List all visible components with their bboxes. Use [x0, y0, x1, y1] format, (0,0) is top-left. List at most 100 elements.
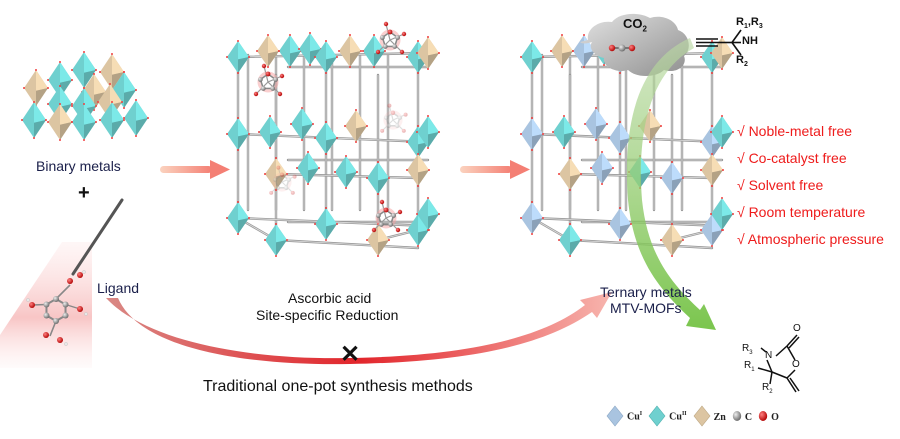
metal-node: [314, 40, 338, 74]
metal-node: [520, 40, 544, 74]
metal-node: [638, 109, 662, 143]
metal-node: [552, 115, 576, 149]
metal-node: [344, 109, 368, 143]
legend-swatch-c: [732, 410, 742, 425]
octahedron-cu2: [99, 101, 125, 139]
octahedron-cu2: [21, 101, 47, 139]
metal-node: [264, 223, 288, 257]
metal-node: [700, 153, 724, 187]
product-ring-o: O: [792, 359, 800, 370]
product-r1: R1: [744, 360, 755, 373]
benefit-item: √ Noble-metal free: [737, 123, 853, 139]
reagent-r2: R2: [736, 54, 748, 68]
legend-swatch-cu2: [648, 405, 666, 430]
r1-text: R: [736, 16, 744, 28]
ternary-metals-label: Ternary metals: [600, 284, 692, 300]
ascorbic-acid-molecule: [375, 21, 407, 55]
legend-sup: I: [639, 411, 643, 418]
octahedron-cu2: [123, 99, 149, 137]
p-r1-sub: 1: [751, 367, 755, 373]
metal-node: [362, 34, 386, 68]
ligand-pointer-stick: [71, 198, 124, 276]
metal-node: [416, 36, 440, 70]
metal-node: [226, 117, 250, 151]
metal-node: [710, 197, 734, 231]
arrow-binary-to-mof: [160, 160, 230, 179]
p-r3-sub: 3: [749, 350, 753, 356]
legend-sup: II: [681, 411, 687, 418]
metal-node: [334, 155, 358, 189]
metal-node: [558, 157, 582, 191]
metal-node: [660, 161, 684, 195]
product-n: N: [765, 350, 773, 361]
metal-node: [416, 115, 440, 149]
ascorbic-acid-molecules: [253, 21, 408, 233]
metal-node: [550, 34, 574, 68]
metal-node: [226, 40, 250, 74]
mof-framework-ternary: [520, 32, 734, 257]
octahedron-cu2: [71, 103, 97, 141]
legend: CuI Cu II Zn C O: [600, 404, 779, 430]
binary-metals-cluster: [21, 51, 149, 141]
catalysis-green-arrow: [626, 38, 716, 330]
metal-node: [608, 207, 632, 241]
metal-node: [590, 151, 614, 185]
benefits-list: √ Noble-metal free √ Co-catalyst free √ …: [737, 118, 884, 253]
traditional-route-arc: [106, 292, 612, 365]
co2-label: CO2: [623, 16, 647, 34]
ascorbic-acid-label: Ascorbic acid: [288, 290, 372, 306]
ascorbic-acid-molecule-faded: [269, 165, 297, 195]
mof-framework-binary: [226, 32, 440, 257]
legend-label-o: O: [771, 411, 779, 423]
product-r2: R2: [762, 382, 773, 395]
ligand-molecule: [26, 270, 88, 346]
r3-text: R: [750, 16, 759, 28]
metal-node: [314, 207, 338, 241]
legend-text: Cu: [627, 411, 640, 423]
metal-node: [296, 151, 320, 185]
r2-text: R: [736, 54, 744, 66]
octahedron-zn: [47, 103, 73, 141]
mtv-mofs-label: MTV-MOFs: [610, 300, 682, 316]
metal-node: [278, 34, 302, 68]
oxazolidinone-structure: [757, 334, 800, 393]
p-r2-sub: 2: [769, 389, 773, 395]
legend-label-cu1: CuI: [627, 411, 642, 422]
p-r2-text: R: [762, 382, 770, 393]
metal-node: [608, 121, 632, 155]
metal-node: [264, 157, 288, 191]
metal-node: [258, 115, 282, 149]
metal-node: [338, 34, 362, 68]
metal-node: [366, 161, 390, 195]
metal-node: [366, 223, 390, 257]
legend-label-zn: Zn: [713, 411, 726, 423]
metal-node: [226, 201, 250, 235]
metal-node: [314, 121, 338, 155]
r2-sub: 2: [743, 61, 748, 69]
metal-node: [520, 117, 544, 151]
plus-sign: +: [78, 182, 90, 204]
traditional-methods-label: Traditional one-pot synthesis methods: [203, 378, 473, 395]
metal-node: [584, 107, 608, 141]
legend-label-c: C: [744, 411, 753, 423]
octahedron-zn: [23, 69, 49, 107]
legend-swatch-o: [758, 410, 768, 425]
metal-node: [256, 34, 280, 68]
ligand-label: Ligand: [97, 280, 140, 296]
benefit-item: √ Room temperature: [737, 204, 866, 220]
site-specific-reduction-label: Site-specific Reduction: [256, 307, 399, 323]
arrow-mof-to-mtv: [460, 160, 530, 179]
ascorbic-acid-molecule-faded: [380, 103, 408, 133]
legend-swatch-cu1: [606, 405, 624, 430]
benefit-item: √ Co-catalyst free: [737, 150, 847, 166]
ascorbic-acid-molecule: [253, 63, 285, 97]
octahedron-cu2: [47, 61, 73, 99]
co2-text: CO: [623, 16, 643, 31]
ascorbic-acid-molecule: [371, 199, 403, 233]
reagent-nh: NH: [742, 35, 758, 47]
propargylamine-structure: [696, 29, 742, 56]
p-r3-text: R: [742, 343, 750, 354]
metal-node: [660, 223, 684, 257]
